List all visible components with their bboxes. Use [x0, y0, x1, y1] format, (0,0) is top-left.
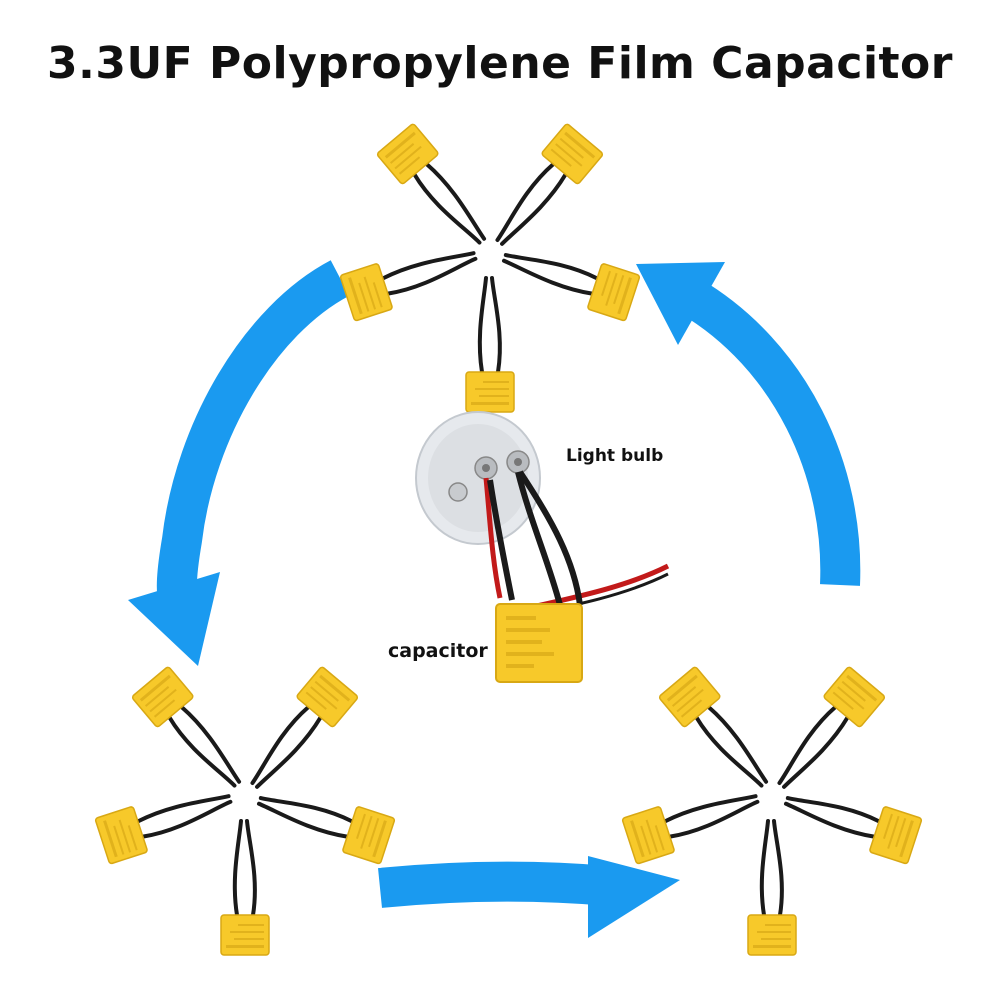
light-bulb-label: Light bulb	[566, 446, 664, 466]
cycle-arrow-left	[128, 260, 350, 666]
capacitor-cluster-bottom-left	[92, 664, 398, 957]
screw-nut	[448, 482, 468, 502]
cycle-arrow-bottom	[378, 856, 680, 938]
page-title: 3.3UF Polypropylene Film Capacitor	[47, 38, 953, 89]
capacitor-cluster-top	[337, 121, 643, 414]
light-bulb-assembly	[415, 411, 670, 683]
capacitor-cluster-bottom-right	[619, 664, 925, 957]
cycle-arrow-right	[636, 262, 861, 586]
capacitor-label: capacitor	[388, 640, 488, 662]
